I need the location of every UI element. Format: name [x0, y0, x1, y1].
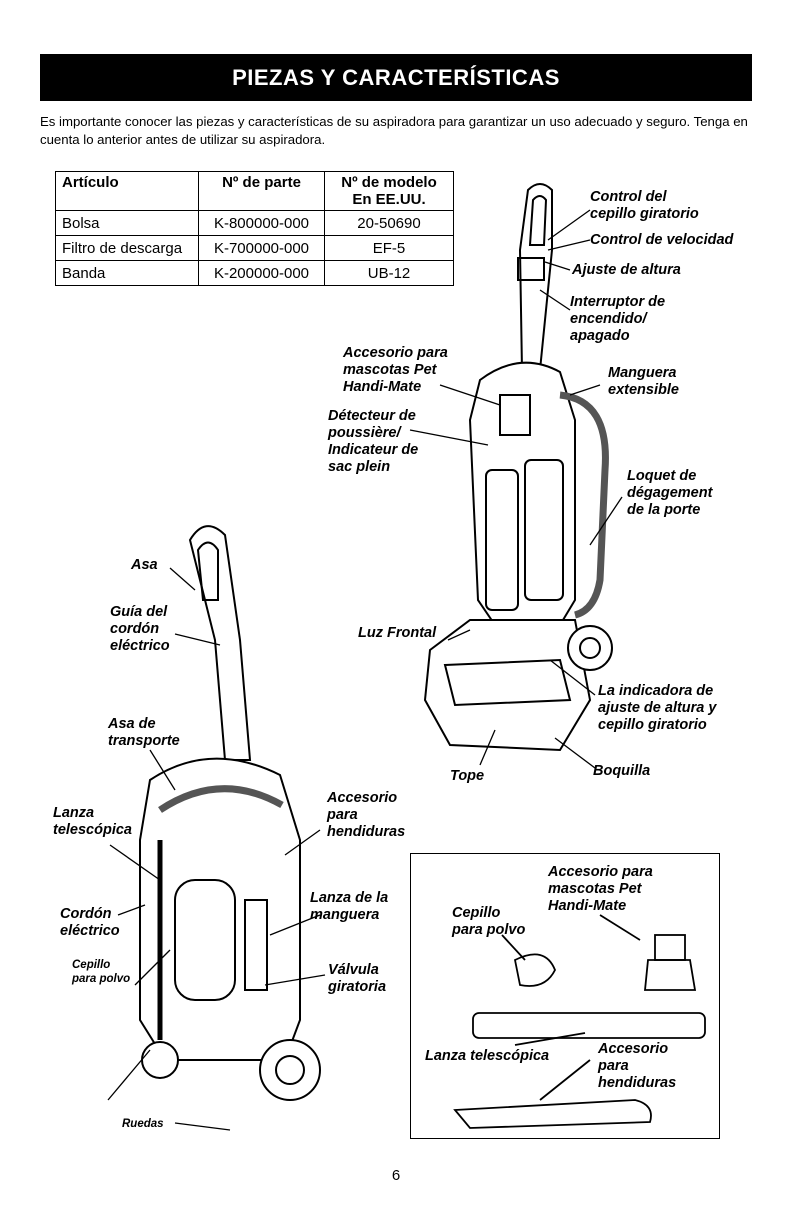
table-row: Bolsa K-800000-000 20-50690 — [55, 210, 454, 236]
label-lanza-telescopica: Lanza telescópica — [53, 805, 132, 838]
inset-label-accesorio-mascotas: Accesorio para mascotas Pet Handi-Mate — [548, 864, 653, 914]
label-indicadora-ajuste: La indicadora de ajuste de altura y cepi… — [598, 683, 717, 733]
leader-lines — [107, 209, 623, 1131]
accessories-inset-box — [410, 853, 720, 1139]
rear-vacuum-drawing — [139, 525, 321, 1101]
label-lanza-manguera: Lanza de la manguera — [310, 890, 389, 923]
parts-table: Artículo Nº de parte Nº de modelo En EE.… — [55, 171, 454, 286]
label-ajuste-altura: Ajuste de altura — [572, 262, 681, 278]
inset-label-lanza-telescopica: Lanza telescópica — [425, 1048, 550, 1064]
label-boquilla: Boquilla — [593, 763, 651, 779]
label-accesorio-mascotas: Accesorio para mascotas Pet Handi-Mate — [343, 345, 448, 395]
page-number: 6 — [391, 1167, 401, 1184]
label-detecteur: Détecteur de poussière/ Indicateur de sa… — [328, 408, 419, 475]
label-cordon-electrico: Cordón eléctrico — [60, 906, 120, 939]
header-numero-modelo: Nº de modelo En EE.UU. — [324, 171, 454, 211]
label-manguera-extensible: Manguera extensible — [608, 365, 679, 398]
table-cell: K-800000-000 — [198, 210, 325, 236]
label-control-cepillo: Control del cepillo giratorio — [590, 189, 699, 222]
label-asa: Asa — [131, 557, 158, 573]
table-cell: 20-50690 — [324, 210, 454, 236]
label-valvula-giratoria: Válvula giratoria — [328, 962, 387, 995]
table-cell: Filtro de descarga — [55, 235, 199, 261]
inset-label-cepillo-polvo: Cepillo para polvo — [452, 905, 526, 938]
table-row: Banda K-200000-000 UB-12 — [55, 260, 454, 286]
table-row: Filtro de descarga K-700000-000 EF-5 — [55, 235, 454, 261]
intro-paragraph: Es importante conocer las piezas y carac… — [40, 114, 748, 147]
table-cell: UB-12 — [324, 260, 454, 286]
table-cell: Banda — [55, 260, 199, 286]
table-cell: Bolsa — [55, 210, 199, 236]
front-vacuum-drawing — [423, 183, 613, 752]
page-title: PIEZAS Y CARACTERÍSTICAS — [40, 54, 752, 101]
label-luz-frontal: Luz Frontal — [358, 625, 437, 641]
table-cell: K-200000-000 — [198, 260, 325, 286]
label-interruptor: Interruptor de encendido/ apagado — [570, 294, 666, 344]
inset-label-accesorio-hendiduras: Accesorio para hendiduras — [598, 1041, 677, 1091]
label-ruedas: Ruedas — [122, 1118, 164, 1130]
label-asa-transporte: Asa de transporte — [108, 716, 180, 749]
table-cell: K-700000-000 — [198, 235, 325, 261]
label-tope: Tope — [450, 768, 485, 784]
table-header-row: Artículo Nº de parte Nº de modelo En EE.… — [55, 171, 454, 211]
label-control-velocidad: Control de velocidad — [590, 232, 734, 248]
label-loquet: Loquet de dégagement de la porte — [627, 468, 713, 518]
label-accesorio-hendiduras: Accesorio para hendiduras — [327, 790, 406, 840]
label-cepillo-polvo: Cepillo para polvo — [72, 959, 131, 985]
label-guia-cordon: Guía del cordón eléctrico — [110, 604, 170, 654]
inset-accessories-drawing — [453, 914, 706, 1129]
header-numero-parte: Nº de parte — [198, 171, 325, 211]
